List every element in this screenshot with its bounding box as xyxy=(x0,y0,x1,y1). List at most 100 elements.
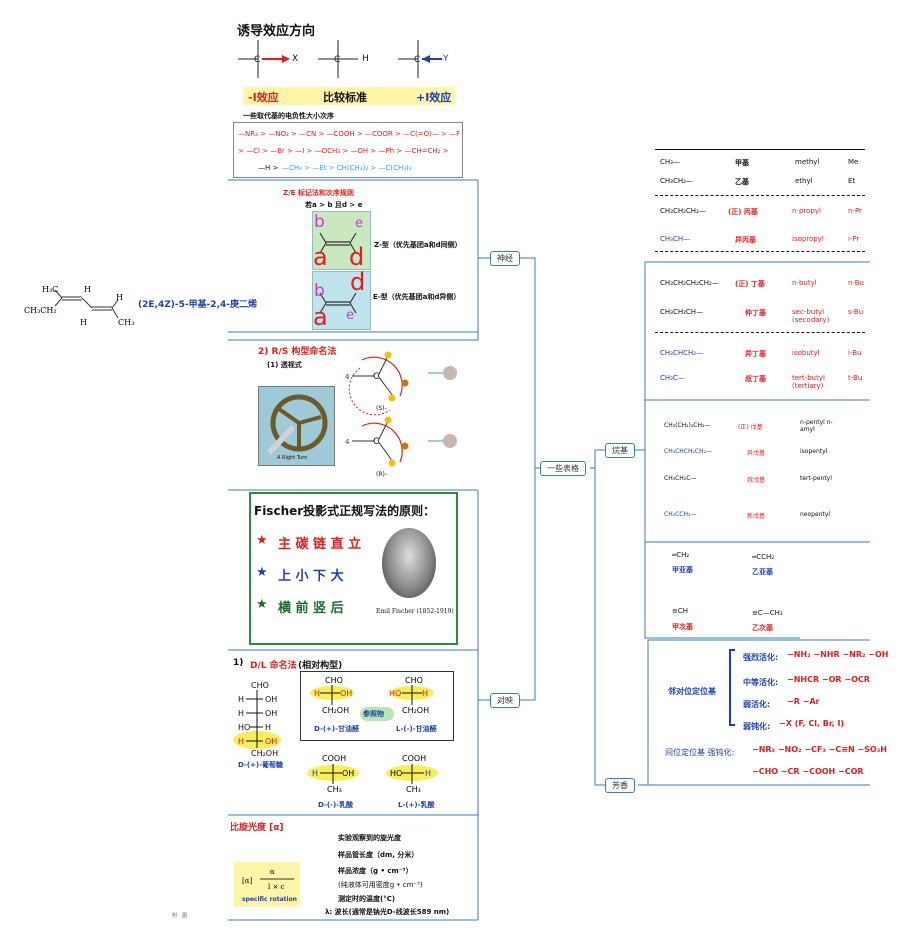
svg-text:H: H xyxy=(265,723,271,732)
svg-text:H₃C: H₃C xyxy=(42,285,58,294)
reference-badge xyxy=(360,707,394,721)
standard-label: 比较标准 xyxy=(323,91,367,104)
mid-act-groups: −NHCR −OR −OCR xyxy=(787,675,870,684)
svg-text:OH: OH xyxy=(265,737,277,746)
node-reactivity[interactable]: 芳香 xyxy=(605,778,635,793)
ylidyne-1-formula: ≡CH xyxy=(672,607,689,615)
row-ibutyl-en: isobutyl xyxy=(792,349,820,357)
fischer-portrait xyxy=(382,528,436,598)
rotation-line-6: λ: 波长(通常是钠光D-线波长589 nm) xyxy=(325,908,450,916)
row-tbutyl-formula: CH₃C— xyxy=(660,374,685,382)
ylidene-1-formula: ═CH₂ xyxy=(672,551,690,559)
svg-text:CH₃: CH₃ xyxy=(327,785,342,794)
row-tpentyl-formula: CH₃CH₂C— xyxy=(664,475,697,482)
e-letter-b: b xyxy=(314,281,325,301)
rotation-line-5: 测定时的温度(°C) xyxy=(338,895,396,903)
row-ethyl-formula: CH₃CH₂— xyxy=(660,177,693,185)
row-ethyl-cn: 乙基 xyxy=(735,178,749,186)
rotation-line-2: 样品管长度（dm, 分米） xyxy=(338,851,419,859)
node-naming[interactable]: 神经 xyxy=(490,251,520,266)
specific-rotation-label: specific rotation xyxy=(242,896,297,903)
node-center[interactable]: 一些表格 xyxy=(540,461,586,476)
svg-text:CHO: CHO xyxy=(251,681,269,690)
weak-act-groups: −R −Ar xyxy=(787,697,820,706)
row-neopentyl-cn: 新戊基 xyxy=(747,513,766,520)
ez-condition: 若a > b 且d > e xyxy=(305,201,363,209)
row-ipentyl-formula: CH₃CHCH₂CH₂— xyxy=(664,448,713,455)
row-npentyl-en: n-pentyl n-amyl xyxy=(800,419,833,433)
ylidyne-2-cn: 乙次基 xyxy=(752,624,773,632)
row-tbutyl-cn: 叔丁基 xyxy=(745,375,766,383)
steering-wheel-image: A Right Turn xyxy=(258,386,335,466)
e-label: E-型（优先基团a和d异侧） xyxy=(373,293,461,301)
ylidene-2-cn: 乙亚基 xyxy=(752,568,773,576)
svg-text:C: C xyxy=(414,55,420,65)
rotation-line-3: 样品浓度（g • cm⁻³） xyxy=(338,867,413,875)
e-letter-e: e xyxy=(346,308,354,323)
d-glyceraldehyde-label: D-(+)-甘油醛 xyxy=(314,725,360,733)
row-sbutyl-formula: CH₃CH₂CH— xyxy=(660,308,704,316)
weak-deact-label: 弱钝化: xyxy=(743,722,771,731)
fischer-title: Fischer投影式正规写法的原则： xyxy=(254,504,436,518)
row-npropyl-abbr: n-Pr xyxy=(848,207,862,215)
svg-text:α: α xyxy=(270,868,275,876)
row-ethyl-abbr: Et xyxy=(848,177,856,185)
row-tbutyl-en: tert-butyl (tertiary) xyxy=(792,374,825,390)
row-nbutyl-en: n-butyl xyxy=(792,279,817,287)
row-neopentyl-en: neopentyl xyxy=(800,511,831,518)
row-tpentyl-en: tert-pentyl xyxy=(800,475,832,482)
e-letter-d: d xyxy=(350,268,366,296)
row-neopentyl-formula: CH₃CCH₂— xyxy=(664,511,697,518)
svg-text:CH₃: CH₃ xyxy=(406,785,421,794)
svg-text:OH: OH xyxy=(265,709,277,718)
svg-text:C: C xyxy=(373,437,379,447)
mid-act-label: 中等活化: xyxy=(743,678,779,687)
svg-text:OH: OH xyxy=(340,689,352,698)
minus-i-label: -I效应 xyxy=(248,91,279,104)
svg-text:OH: OH xyxy=(342,769,354,778)
l-glyceraldehyde-label: L-(-)-甘油醛 xyxy=(396,725,437,733)
svg-text:l × c: l × c xyxy=(268,883,285,891)
strong-act-groups: −NH₂ −NHR −NR₂ −OH xyxy=(787,650,889,659)
table-rule-3 xyxy=(655,332,865,333)
row-ipentyl-cn: 异戊基 xyxy=(747,450,766,457)
z-letter-a: a xyxy=(313,243,328,271)
dl-title: D/L 命名法 xyxy=(250,661,297,671)
svg-text:CH₂OH: CH₂OH xyxy=(402,706,429,715)
z-letter-d: d xyxy=(349,243,365,271)
weak-deact-groups: −X (F, Cl, Br, I) xyxy=(779,719,845,728)
fischer-star-1: ★ xyxy=(256,533,268,548)
row-methyl-cn: 甲基 xyxy=(735,159,749,167)
z-isomer-box xyxy=(312,211,371,270)
reference-label: 参照物 xyxy=(363,710,384,718)
svg-text:HO: HO xyxy=(390,769,402,778)
node-alkyl[interactable]: 烷基 xyxy=(605,443,635,458)
row-npropyl-cn: (正) 丙基 xyxy=(728,208,758,216)
fischer-star-2: ★ xyxy=(256,565,268,580)
ylidene-1-cn: 甲亚基 xyxy=(672,566,693,574)
wheel-caption: A Right Turn xyxy=(277,455,308,461)
induction-title: 诱导效应方向 xyxy=(237,24,316,39)
rotation-title: 比旋光度 [α] xyxy=(230,823,284,833)
svg-text:H: H xyxy=(422,689,428,698)
row-methyl-en: methyl xyxy=(795,158,820,166)
fischer-box xyxy=(249,492,458,645)
row-nbutyl-cn: (正) 丁基 xyxy=(735,280,765,288)
dl-title-sub: (相对构型) xyxy=(298,661,343,671)
sub-y: Y xyxy=(443,54,449,64)
d-lactic-label: D-(-)-乳酸 xyxy=(318,801,354,809)
svg-text:C: C xyxy=(373,372,379,382)
ylidene-2-formula: ═CCH₂ xyxy=(752,553,775,561)
order-line-3a: —H > xyxy=(258,164,279,172)
rotation-formula-box: [α] α l × c specific rotation xyxy=(234,862,300,907)
svg-text:C: C xyxy=(334,55,340,65)
row-ibutyl-cn: 异丁基 xyxy=(745,350,766,358)
node-chiral[interactable]: 对映 xyxy=(490,693,520,708)
row-npropyl-en: n-propyl xyxy=(792,207,821,215)
